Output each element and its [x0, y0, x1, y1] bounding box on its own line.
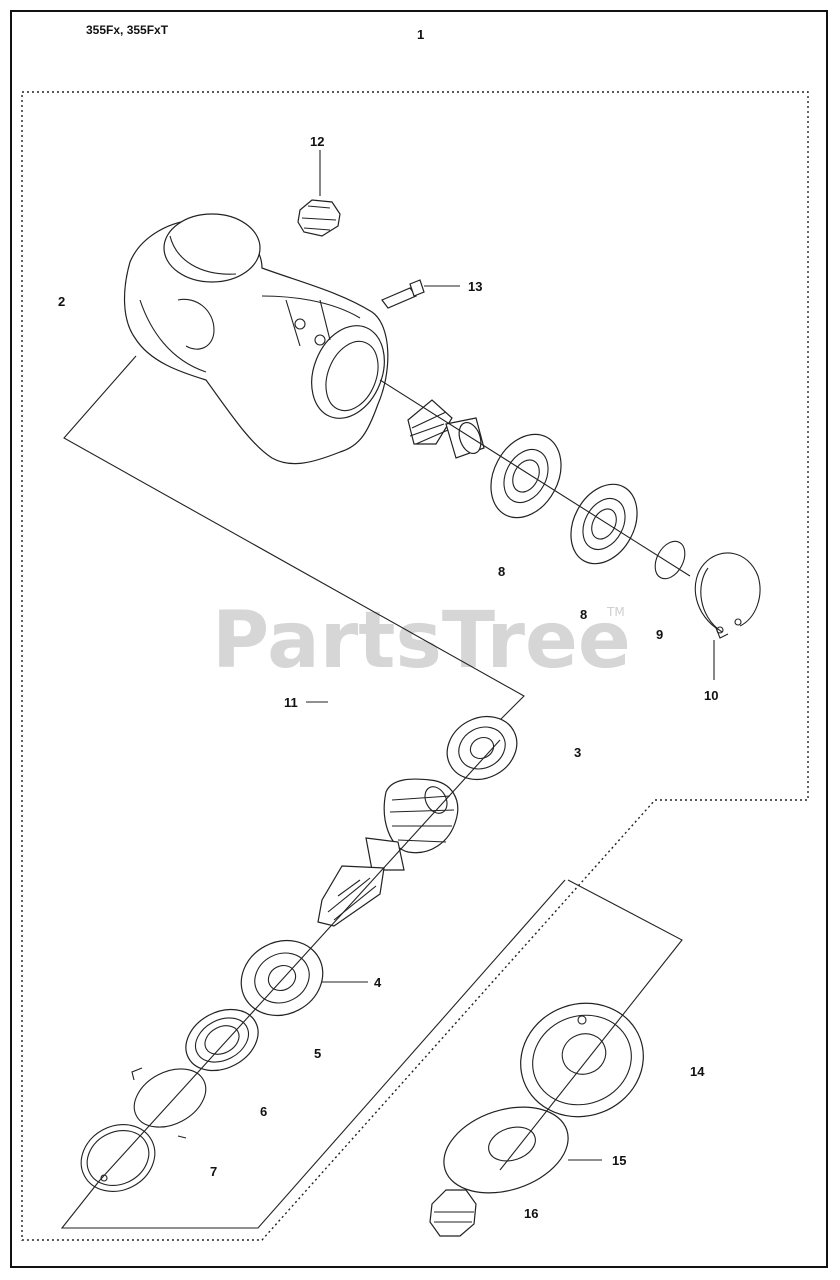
callout-13: 13: [468, 279, 482, 294]
seal-part: [185, 1008, 259, 1072]
plug-screw-part: [297, 150, 341, 237]
circlip-part: [131, 1067, 207, 1139]
callout-6: 6: [260, 1104, 267, 1119]
bearing-part: [490, 433, 562, 519]
callout-9: 9: [656, 627, 663, 642]
flange-part: [520, 1002, 644, 1118]
callout-5: 5: [314, 1046, 321, 1061]
ring-part: [80, 1124, 156, 1192]
callout-2: 2: [58, 294, 65, 309]
callout-10: 10: [704, 688, 718, 703]
bearing-part: [570, 483, 638, 565]
bearing-part: [446, 715, 518, 781]
callout-3: 3: [574, 745, 581, 760]
bearing-part: [240, 939, 368, 1017]
gear-housing-part: [123, 213, 389, 465]
watermark: PartsTree: [212, 596, 631, 686]
circlip-part: [694, 552, 761, 680]
model-label: 355Fx, 355FxT: [86, 23, 169, 37]
callout-4: 4: [374, 975, 382, 990]
diagram-frame: [10, 10, 828, 1268]
callout-11: 11: [284, 695, 298, 710]
callout-14: 14: [690, 1064, 705, 1079]
group-number: 1: [417, 27, 424, 42]
group-boundary: [21, 91, 809, 1241]
nut-part: [429, 1189, 477, 1237]
gear-shaft-part: [317, 778, 459, 927]
circlip-part: [654, 540, 686, 580]
callout-16: 16: [524, 1206, 538, 1221]
bolt-part: [381, 279, 460, 309]
callout-12: 12: [310, 134, 324, 149]
washer-part: [443, 1106, 602, 1194]
watermark-tm: TM: [606, 605, 625, 619]
callout-8a: 8: [498, 564, 505, 579]
callout-8b: 8: [580, 607, 587, 622]
pinion-gear-part: [407, 399, 485, 459]
callout-7: 7: [210, 1164, 217, 1179]
callout-15: 15: [612, 1153, 626, 1168]
